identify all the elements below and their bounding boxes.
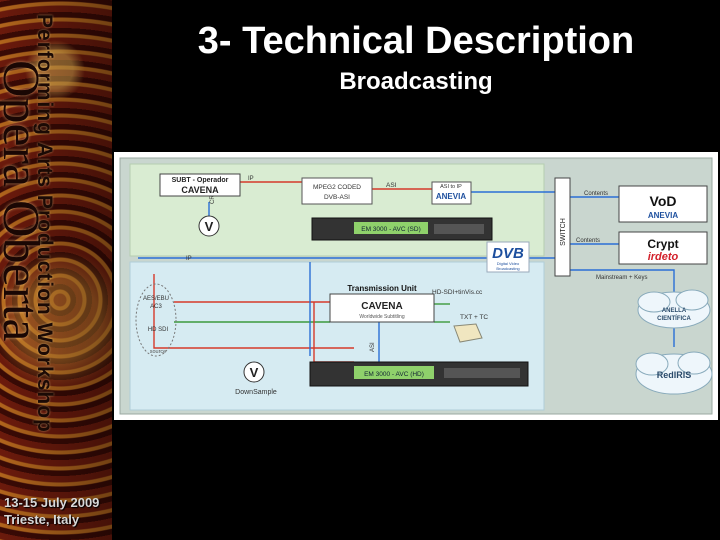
source-group-outline	[135, 283, 177, 357]
bottom-panel	[129, 261, 545, 411]
mpeg2-box	[301, 177, 373, 205]
sidebar-banner: Performing Arts Production Workshop Oper…	[0, 0, 112, 540]
vod-title: VoD	[650, 193, 677, 209]
asi-to-ip-box	[431, 181, 472, 205]
stream-v-glyph-1: V	[205, 219, 214, 234]
anella-label-1: ANELLA	[662, 308, 687, 314]
dvb-logo-text: DVB	[492, 245, 524, 262]
cavena-logo-1: CAVENA	[181, 185, 219, 195]
subt-operator-label: SUBT - Operador	[172, 177, 229, 184]
vod-brand: ANEVIA	[648, 211, 678, 220]
txt-tc-label: TXT + TC	[460, 314, 488, 321]
ip-label-1: IP	[248, 176, 254, 182]
mpeg2-label-1: MPEG2 CODED	[313, 184, 361, 191]
transmission-unit-box	[329, 293, 435, 323]
switch-label: SWITCH	[560, 218, 567, 246]
keyboard-icon	[453, 323, 483, 343]
event-location: Trieste, Italy	[4, 512, 80, 527]
encoder-hd-label: EM 3000 - AVC (HD)	[364, 371, 424, 378]
dvb-logo-box	[486, 241, 530, 273]
encoder-hd-buttons	[444, 368, 520, 378]
event-date-location: 13-15 July 2009 Trieste, Italy	[4, 494, 99, 528]
slide-subtitle: Broadcasting	[339, 68, 493, 95]
line-source-to-encoder	[153, 274, 354, 349]
source-label: source	[150, 349, 167, 355]
crypt-title: Crypt	[647, 237, 678, 251]
hd-sdi-tc-label: HD-SDI+tinVis.cc	[432, 289, 483, 296]
anella-cloud-icon	[637, 289, 711, 329]
rediris-cloud-icon	[635, 351, 713, 395]
subt-operator-box	[159, 173, 241, 197]
mpeg2-label-2: DVB-ASI	[324, 194, 350, 201]
asi-label: ASI	[386, 182, 397, 189]
encoder-sd-buttons	[434, 224, 484, 234]
anevia-logo-1: ANEVIA	[436, 192, 466, 201]
cavena-logo-2: CAVENA	[361, 301, 402, 312]
ac3-label: AC3	[150, 304, 162, 310]
transmission-unit-label: Transmission Unit	[347, 284, 417, 293]
asi-vertical-label: ASI	[370, 342, 376, 352]
stream-v-icon-1	[198, 215, 220, 237]
crypt-brand: irdeto	[648, 251, 679, 263]
stream-v-icon-2	[243, 361, 265, 383]
encoder-sd-display	[354, 222, 428, 234]
anella-label-2: CIENTÍFICA	[657, 314, 691, 322]
broadcast-diagram-svg: SUBT - Operador CAVENA V V MPEG2 CODED D…	[119, 157, 713, 415]
dvb-logo-sub1: Digital Video	[497, 261, 520, 266]
vod-box	[618, 185, 708, 223]
switch-box	[554, 177, 571, 277]
mainstream-keys-label: Mainstream + Keys	[596, 275, 648, 281]
broadcast-diagram: SUBT - Operador CAVENA V V MPEG2 CODED D…	[114, 152, 718, 420]
ip-label-2: IP	[186, 256, 192, 262]
opera-oberta-logo-text: Opera Oberta	[0, 60, 49, 342]
encoder-hd-display	[354, 366, 434, 379]
cavena-logo-2-sub: Worldwide Subtitling	[359, 314, 404, 320]
downsample-label: DownSample	[235, 389, 277, 396]
rediris-label: RedIRIS	[657, 370, 692, 380]
event-date: 13-15 July 2009	[4, 495, 100, 510]
sidebar-shade	[0, 0, 112, 540]
encoder-sd-label: EM 3000 - AVC (SD)	[361, 226, 420, 233]
contents-top-label: Contents	[584, 191, 608, 197]
cr-label: CR	[210, 195, 216, 204]
stream-v-glyph-2: V	[250, 365, 259, 380]
aes-ebu-label: AES/EBU	[143, 296, 169, 302]
line-keys-to-anella	[570, 269, 675, 292]
contents-bottom-label: Contents	[576, 238, 600, 244]
crypt-box	[618, 231, 708, 265]
slide-title: 3- Technical Description	[197, 20, 635, 62]
dvb-logo-sub2: Broadcasting	[496, 266, 519, 271]
asi-to-ip-label: ASI to IP	[440, 184, 462, 190]
hd-sdi-source-label: HD SDI	[148, 327, 169, 333]
